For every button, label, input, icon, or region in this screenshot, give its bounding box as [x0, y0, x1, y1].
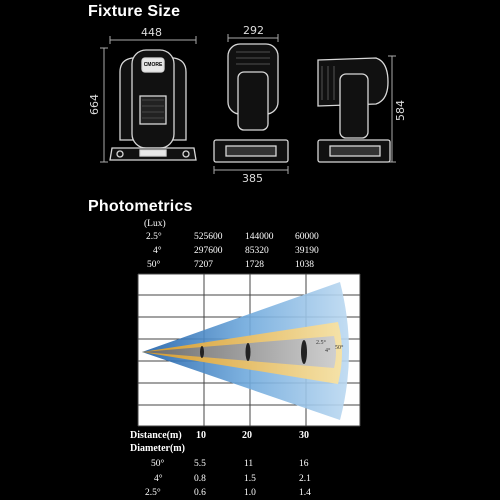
- narrow-beam: [142, 336, 336, 368]
- diameter-value: 11: [244, 459, 254, 469]
- lux-angle: 4°: [153, 246, 162, 256]
- distance-value: 20: [242, 430, 252, 441]
- distance-label: Distance(m): [130, 430, 182, 441]
- diameter-value: 16: [299, 459, 309, 469]
- diameter-value: 1.5: [244, 474, 256, 484]
- lux-label: (Lux): [144, 219, 166, 229]
- front-view: [109, 49, 197, 161]
- lux-value: 39190: [295, 246, 319, 256]
- side-view: [213, 43, 289, 163]
- beam-label: 2.5°: [316, 340, 326, 346]
- lux-value: 60000: [295, 232, 319, 242]
- lux-value: 7207: [194, 260, 213, 270]
- diameter-value: 1.4: [299, 488, 311, 498]
- lux-angle: 50°: [147, 260, 161, 270]
- diameter-value: 2.1: [299, 474, 311, 484]
- fixture-size-title: Fixture Size: [88, 3, 181, 20]
- lux-value: 85320: [245, 246, 269, 256]
- lux-value: 1038: [295, 260, 314, 270]
- lux-value: 297600: [194, 246, 223, 256]
- lux-angle: 2.5°: [146, 232, 162, 242]
- lux-value: 525600: [194, 232, 223, 242]
- beam-label: 4°: [325, 348, 331, 354]
- beam-markers: [200, 340, 307, 364]
- photometrics-title: Photometrics: [88, 198, 193, 215]
- distance-value: 10: [196, 430, 206, 441]
- fixture-logo: CMORE: [143, 62, 163, 68]
- back-view: [317, 57, 391, 163]
- beam-label: 50°: [335, 345, 344, 351]
- diameter-label: Diameter(m): [130, 443, 185, 454]
- distance-value: 30: [299, 430, 309, 441]
- diameter-value: 1.0: [244, 488, 256, 498]
- diameter-value: 5.5: [194, 459, 206, 469]
- diameter-angle: 50°: [151, 459, 165, 469]
- diameter-angle: 4°: [154, 474, 163, 484]
- dim-width-front: 448: [141, 26, 162, 39]
- diameter-angle: 2.5°: [145, 488, 161, 498]
- lux-value: 1728: [245, 260, 264, 270]
- dim-base-side: 385: [242, 172, 263, 185]
- diameter-value: 0.8: [194, 474, 206, 484]
- diameter-value: 0.6: [194, 488, 206, 498]
- lux-value: 144000: [245, 232, 274, 242]
- dim-depth-side: 292: [243, 24, 264, 37]
